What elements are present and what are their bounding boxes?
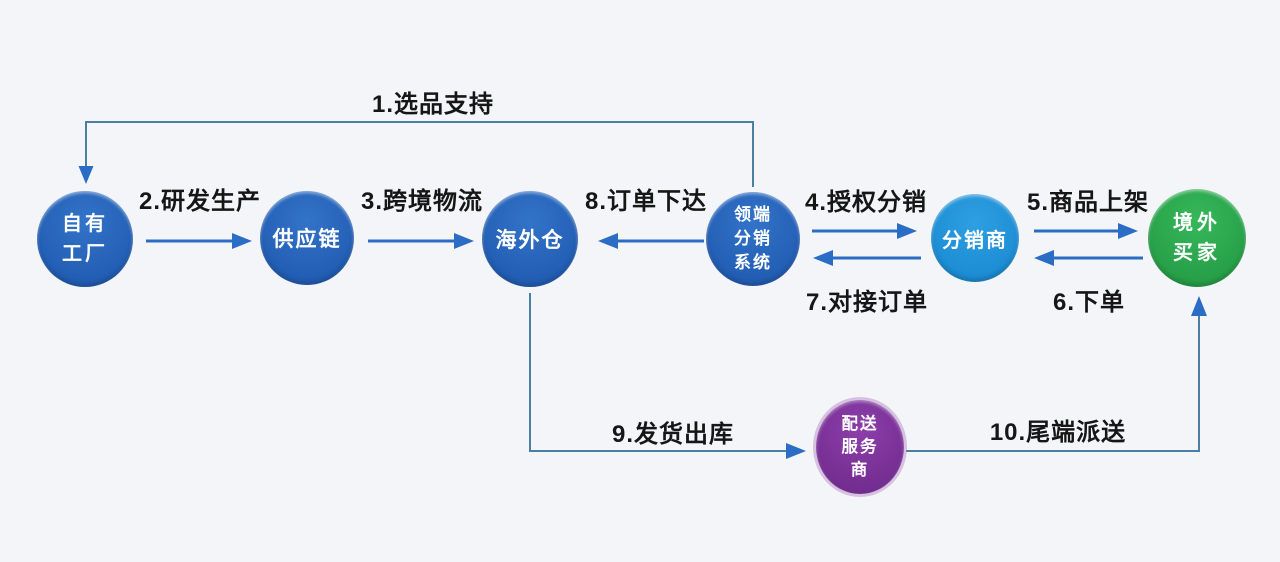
node-distribution-system: 领端 分销 系统 [706, 192, 800, 286]
node-label: 系统 [734, 253, 772, 272]
step-label-3: 3.跨境物流 [360, 188, 484, 215]
step-label-2: 2.研发生产 [138, 188, 262, 215]
arrow-step-4 [812, 223, 917, 239]
arrow-step-8 [598, 233, 704, 249]
step-label-9: 9.发货出库 [611, 421, 735, 448]
arrow-step-1 [78, 121, 754, 187]
arrow-step-6 [1034, 250, 1143, 266]
step-label-10: 10.尾端派送 [989, 419, 1127, 446]
node-label: 分销 [734, 229, 772, 248]
step-label-7: 7.对接订单 [805, 289, 929, 316]
step-label-8: 8.订单下达 [584, 188, 708, 215]
node-label: 买家 [1173, 242, 1221, 264]
arrow-step-7 [813, 250, 921, 266]
step-label-5: 5.商品上架 [1026, 189, 1150, 216]
node-overseas-buyer: 境外 买家 [1148, 189, 1246, 287]
arrow-step-10 [906, 296, 1207, 452]
node-label: 配送 [841, 414, 879, 433]
node-overseas-warehouse: 海外仓 [482, 191, 578, 287]
step-label-6: 6.下单 [1052, 289, 1126, 316]
node-label: 分销商 [942, 229, 1008, 252]
node-label: 供应链 [272, 228, 342, 251]
node-label: 商 [850, 460, 870, 479]
node-label: 领端 [734, 205, 772, 224]
node-label: 工厂 [62, 243, 108, 265]
arrow-step-2 [146, 233, 252, 249]
node-supply-chain: 供应链 [260, 191, 354, 285]
node-own-factory: 自有 工厂 [37, 191, 133, 287]
step-label-1: 1.选品支持 [371, 91, 495, 118]
node-label: 自有 [62, 213, 108, 235]
arrow-step-9 [529, 293, 806, 459]
node-delivery-provider: 配送 服务 商 [816, 400, 904, 494]
step-label-4: 4.授权分销 [804, 189, 928, 216]
node-label: 境外 [1173, 212, 1221, 234]
node-label: 海外仓 [495, 229, 565, 252]
node-distributor: 分销商 [931, 194, 1019, 282]
node-label: 服务 [841, 437, 879, 456]
arrow-step-3 [368, 233, 474, 249]
arrow-step-5 [1034, 223, 1138, 239]
